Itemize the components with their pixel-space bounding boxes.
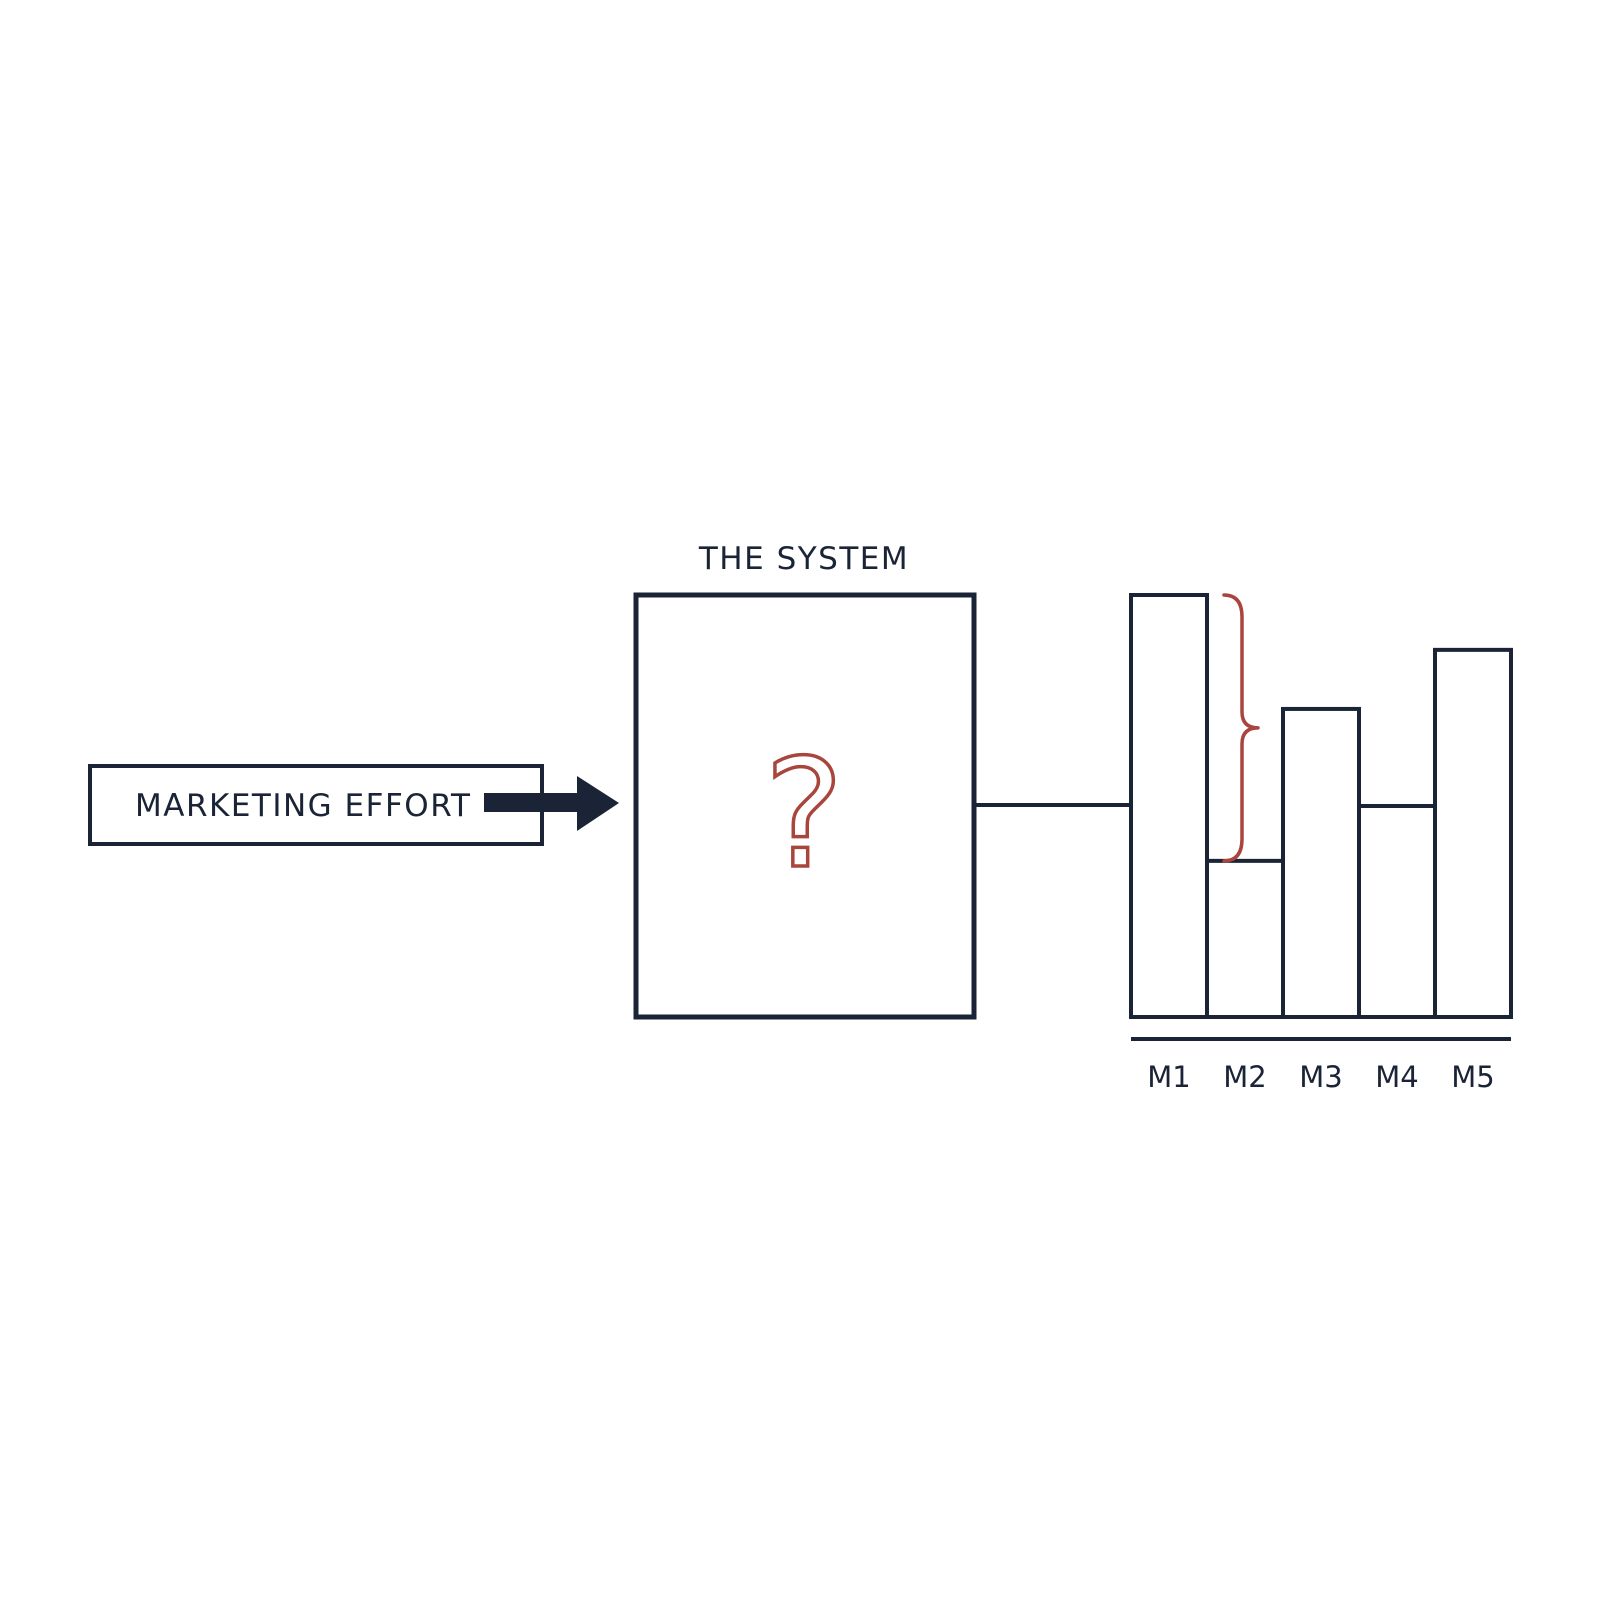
output-chart (1129, 593, 1513, 1019)
bar-m5 (1433, 647, 1513, 1019)
category-labels: M1 M2 M3 M4 M5 (1147, 1060, 1494, 1094)
input-label: MARKETING EFFORT (135, 788, 471, 824)
question-mark-icon: ? (764, 728, 844, 902)
system-label: THE SYSTEM (698, 541, 909, 577)
bar-m1 (1129, 593, 1209, 1019)
variance-brace-icon (1222, 593, 1260, 863)
category-label-m3: M3 (1299, 1060, 1342, 1094)
category-label-m2: M2 (1223, 1060, 1266, 1094)
bar-m3 (1281, 706, 1361, 1019)
category-label-m1: M1 (1147, 1060, 1190, 1094)
category-label-m4: M4 (1375, 1060, 1418, 1094)
input-arrow-icon (484, 776, 619, 831)
bar-m4 (1357, 804, 1437, 1019)
category-label-m5: M5 (1451, 1060, 1494, 1094)
bar-m2 (1205, 858, 1285, 1019)
